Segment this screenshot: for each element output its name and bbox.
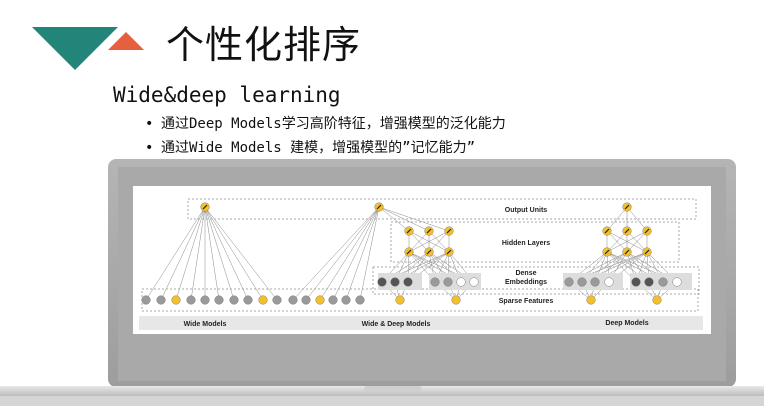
- sparse-feature-node: [141, 295, 151, 305]
- connection-line: [428, 230, 450, 253]
- section-subtitle: Wide&deep learning: [113, 83, 341, 107]
- activation-mark: [604, 249, 610, 255]
- sparse-feature-node: [258, 295, 268, 305]
- embedding-node: [604, 277, 614, 287]
- embedding-node: [456, 277, 466, 287]
- embedding-node: [577, 277, 587, 287]
- activation-mark: [644, 249, 650, 255]
- sparse-feature-node: [288, 295, 298, 305]
- label-hidden-layers: Hidden Layers: [502, 240, 550, 247]
- bullet-list: • 通过Deep Models学习高阶特征，增强模型的泛化能力 • 通过Wide M…: [145, 112, 506, 160]
- sparse-feature-node: [355, 295, 365, 305]
- embedding-node: [377, 277, 387, 287]
- embedding-node: [430, 277, 440, 287]
- connection-line: [305, 206, 380, 301]
- sparse-feature-node: [451, 295, 461, 305]
- connection-line: [190, 206, 206, 301]
- embedding-node: [658, 277, 668, 287]
- label-deep-models: Deep Models: [605, 320, 648, 327]
- label-wide-deep-models: Wide & Deep Models: [362, 321, 431, 328]
- sparse-feature-node: [315, 295, 325, 305]
- connection-line: [626, 230, 648, 253]
- sparse-feature-node: [328, 295, 338, 305]
- logo-triangles-icon: [32, 27, 144, 70]
- activation-mark: [406, 249, 412, 255]
- label-dense: Dense: [515, 270, 536, 277]
- sparse-feature-node: [171, 295, 181, 305]
- sparse-feature-node: [229, 295, 239, 305]
- connection-line: [606, 230, 628, 253]
- connection-line: [175, 206, 206, 301]
- embedding-node: [403, 277, 413, 287]
- sparse-feature-node: [395, 295, 405, 305]
- activation-mark: [202, 204, 208, 210]
- activation-mark: [446, 228, 452, 234]
- label-wide-models: Wide Models: [184, 321, 227, 328]
- sparse-feature-node: [586, 295, 596, 305]
- bullet-marker: •: [145, 140, 154, 156]
- activation-mark: [446, 249, 452, 255]
- activation-mark: [624, 204, 630, 210]
- connection-line: [359, 206, 380, 301]
- connection-line: [319, 206, 380, 301]
- bullet-item: • 通过Wide Models 建模，增强模型的”记忆能力”: [145, 136, 506, 160]
- sparse-feature-node: [214, 295, 224, 305]
- connection-line: [204, 206, 278, 301]
- activation-mark: [624, 228, 630, 234]
- sparse-feature-node: [186, 295, 196, 305]
- embedding-node: [564, 277, 574, 287]
- embedding-node: [390, 277, 400, 287]
- embedding-node: [443, 277, 453, 287]
- bullet-text: 通过Wide Models 建模，增强模型的”记忆能力”: [161, 140, 476, 156]
- connection-line: [160, 206, 206, 301]
- connection-line: [345, 206, 380, 301]
- connection-line: [408, 230, 430, 253]
- bullet-text: 通过Deep Models学习高阶特征，增强模型的泛化能力: [161, 116, 506, 132]
- connection-line: [626, 206, 648, 232]
- connection-line: [292, 206, 380, 301]
- sparse-feature-node: [341, 295, 351, 305]
- connection-line: [606, 206, 628, 232]
- activation-mark: [426, 228, 432, 234]
- page-title: 个性化排序: [166, 23, 362, 67]
- sparse-feature-node: [243, 295, 253, 305]
- connection-line: [204, 206, 249, 301]
- embedding-node: [631, 277, 641, 287]
- connection-line: [204, 206, 220, 301]
- label-output-units: Output Units: [505, 207, 547, 214]
- sparse-feature-node: [652, 295, 662, 305]
- activation-mark: [624, 249, 630, 255]
- embedding-node: [469, 277, 479, 287]
- sparse-feature-node: [301, 295, 311, 305]
- sparse-feature-node: [272, 295, 282, 305]
- connection-line: [332, 206, 380, 301]
- label-sparse-features: Sparse Features: [499, 298, 554, 305]
- connection-line: [204, 206, 264, 301]
- bullet-marker: •: [145, 116, 154, 132]
- embedding-node: [644, 277, 654, 287]
- wide-deep-diagram: Output Units Hidden Layers Dense Embeddi…: [133, 186, 711, 334]
- connection-line: [408, 230, 450, 253]
- embedding-node: [672, 277, 682, 287]
- embedding-node: [590, 277, 600, 287]
- sparse-feature-node: [200, 295, 210, 305]
- connection-line: [204, 206, 235, 301]
- activation-mark: [426, 249, 432, 255]
- sparse-feature-node: [156, 295, 166, 305]
- bullet-item: • 通过Deep Models学习高阶特征，增强模型的泛化能力: [145, 112, 506, 136]
- activation-mark: [406, 228, 412, 234]
- activation-mark: [376, 204, 382, 210]
- activation-mark: [644, 228, 650, 234]
- connection-line: [606, 230, 648, 253]
- connection-line: [145, 206, 206, 301]
- activation-mark: [604, 228, 610, 234]
- label-embeddings: Embeddings: [505, 279, 547, 286]
